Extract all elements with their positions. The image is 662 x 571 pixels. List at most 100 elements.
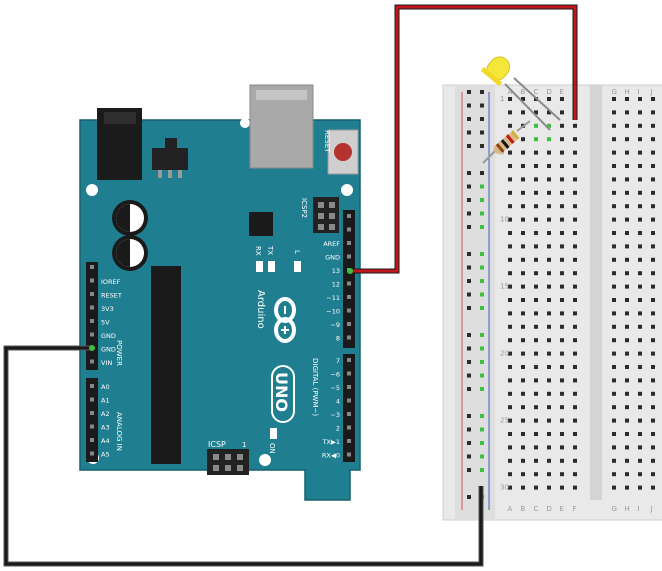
breadboard-hole: [638, 351, 642, 356]
breadboard-hole: [573, 164, 577, 168]
breadboard-hole: [560, 257, 564, 262]
breadboard-hole: [534, 365, 538, 369]
breadboard-hole: [625, 257, 629, 262]
header-pin: [90, 332, 94, 337]
rail-hole: [467, 454, 471, 459]
breadboard-hole: [573, 123, 577, 128]
logo-loop: [274, 317, 296, 343]
breadboard-hole: [560, 123, 564, 128]
breadboard-hole: [573, 378, 577, 383]
rx-label: RX: [254, 246, 262, 256]
rail-hole: [480, 198, 484, 202]
row-number: 20: [500, 350, 509, 358]
header-pin: [90, 411, 94, 415]
column-label: E: [560, 88, 564, 96]
breadboard-hole: [625, 231, 629, 235]
icsp-pin: [213, 454, 219, 460]
resistor[interactable]: [482, 120, 531, 164]
breadboard-hole: [638, 190, 642, 195]
header-pin: [90, 438, 94, 442]
digital-header-lower: [343, 354, 355, 462]
rail-hole: [480, 427, 484, 432]
tx-label: TX: [266, 245, 274, 255]
breadboard-hole: [651, 244, 655, 249]
voltage-regulator: [152, 148, 188, 170]
reset-label: RESET: [323, 130, 331, 153]
breadboard-hole: [547, 123, 551, 128]
row-number: 30: [500, 484, 509, 492]
breadboard-hole: [651, 284, 655, 289]
breadboard-hole: [612, 378, 616, 383]
rail-hole: [480, 117, 484, 121]
rail-hole: [480, 211, 484, 216]
reset-button-cap[interactable]: [334, 143, 352, 161]
breadboard-hole: [508, 338, 512, 343]
breadboard-hole: [612, 432, 616, 436]
header-pin: [347, 425, 351, 430]
header-pin: [90, 384, 94, 388]
breadboard-hole: [547, 150, 551, 155]
wire-red[interactable]: [350, 5, 577, 273]
digital-pin-label: AREF: [323, 240, 340, 248]
breadboard-hole: [625, 391, 629, 396]
breadboard-hole: [625, 405, 629, 410]
breadboard-hole: [534, 231, 538, 235]
rail-hole: [467, 333, 471, 337]
icsp2-pin: [318, 213, 324, 219]
breadboard-hole: [625, 271, 629, 276]
breadboard-hole: [625, 445, 629, 450]
rail-hole: [480, 360, 484, 364]
breadboard-hole: [573, 418, 577, 423]
rail-hole: [467, 103, 471, 108]
breadboard-hole: [547, 324, 551, 329]
row-number: 1: [500, 95, 504, 103]
breadboard-hole: [534, 298, 538, 302]
l-label: L: [293, 250, 301, 254]
on-label: ON: [268, 443, 276, 454]
yellow-led[interactable]: [480, 52, 561, 131]
l-led: [294, 261, 301, 272]
led-lead: [504, 83, 551, 131]
breadboard-hole: [612, 284, 616, 289]
breadboard-hole: [521, 177, 525, 182]
rail-hole: [467, 130, 471, 135]
breadboard-hole: [651, 378, 655, 383]
icsp-pins: [213, 454, 243, 471]
analog-pin-label: A0: [101, 383, 110, 391]
breadboard-hole: [651, 458, 655, 463]
breadboard-hole: [508, 324, 512, 329]
breadboard-hole: [508, 244, 512, 249]
breadboard-hole: [547, 271, 551, 276]
minus-mark: [284, 306, 286, 314]
breadboard-hole: [521, 391, 525, 396]
digital-pin-label: 7: [336, 357, 340, 365]
breadboard-hole: [521, 324, 525, 329]
header-pin: [347, 385, 351, 389]
analog-pin-label: A2: [101, 410, 110, 418]
breadboard-hole: [625, 110, 629, 115]
wire-black[interactable]: [4, 346, 483, 566]
breadboard-hole: [612, 190, 616, 195]
breadboard-hole: [573, 391, 577, 396]
regulator-leg: [158, 170, 162, 178]
rail-hole: [480, 468, 484, 472]
breadboard-hole: [638, 324, 642, 329]
header-pin: [347, 322, 351, 326]
breadboard-hole: [547, 298, 551, 302]
breadboard-hole: [521, 298, 525, 302]
breadboard-hole: [547, 405, 551, 410]
breadboard-hole: [560, 204, 564, 209]
breadboard-hole: [534, 164, 538, 168]
breadboard-hole: [651, 418, 655, 423]
breadboard-hole: [508, 405, 512, 410]
breadboard-hole: [638, 432, 642, 436]
digital-pin-label: ~9: [330, 321, 340, 329]
breadboard-hole: [638, 204, 642, 209]
rail-hole: [480, 414, 484, 418]
digital-label: DIGITAL (PWM~): [311, 358, 319, 416]
header-pin: [347, 358, 351, 362]
breadboard-hole: [573, 204, 577, 209]
arduino-uno-board: RESET ICSP2 ICSP 1 TX RX L: [79, 84, 361, 501]
breadboard-hole: [573, 150, 577, 155]
